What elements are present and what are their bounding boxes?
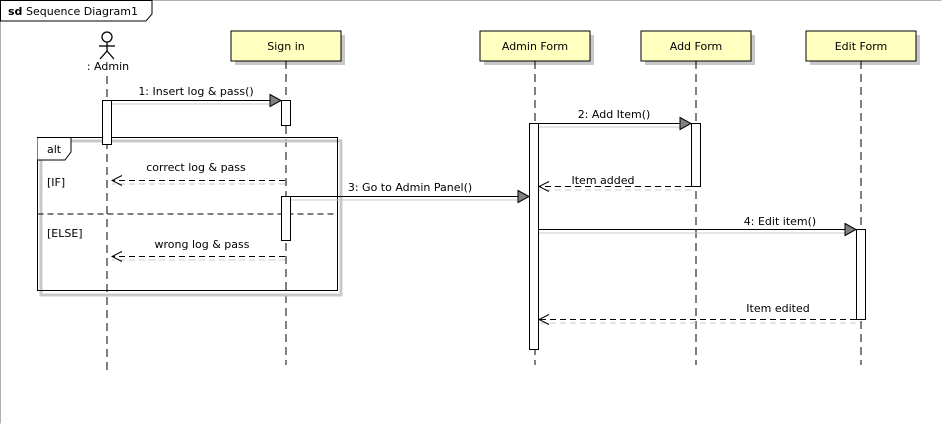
return-correct-log: correct log & pass: [112, 161, 285, 184]
lifeline-head-addform: Add Form: [640, 30, 755, 65]
activation-editform: [856, 229, 866, 320]
sync-arrowhead-icon: [844, 222, 858, 237]
return-item-edited: Item edited: [539, 302, 856, 323]
lifeline-label-signin: Sign in: [267, 40, 305, 53]
return-item-edited-label: Item edited: [746, 302, 809, 315]
return-wrong-log-label: wrong log & pass: [155, 238, 250, 251]
lifeline-label-addform: Add Form: [670, 40, 723, 53]
message-4: 4: Edit item(): [539, 215, 858, 237]
alt-operator-tab: [37, 137, 72, 161]
sync-arrowhead-icon: [517, 189, 531, 204]
message-4-label: 4: Edit item(): [744, 215, 816, 228]
message-1: 1: Insert log & pass(): [112, 85, 283, 108]
guard-else: [ELSE]: [47, 227, 83, 240]
message-2: 2: Add Item(): [539, 108, 693, 131]
guard-if: [IF]: [47, 176, 65, 189]
return-wrong-log: wrong log & pass: [112, 238, 285, 260]
message-1-label: 1: Insert log & pass(): [138, 85, 253, 98]
lifeline-head-signin: Sign in: [230, 30, 345, 65]
return-item-added-label: Item added: [572, 174, 635, 187]
sync-arrowhead-icon: [269, 93, 283, 108]
alt-operator: alt: [47, 143, 62, 156]
activation-signin-1: [281, 100, 291, 126]
lifeline-head-editform: Edit Form: [805, 30, 920, 65]
frame-keyword: sd: [8, 5, 22, 18]
message-2-label: 2: Add Item(): [578, 108, 651, 121]
alt-fragment: alt [IF] [ELSE]: [37, 137, 343, 297]
lifeline-label-adminform: Admin Form: [502, 40, 568, 53]
actor-admin: : Admin: [87, 31, 129, 73]
sync-arrowhead-icon: [679, 116, 693, 131]
frame-title: Sequence Diagram1: [26, 5, 138, 18]
lifeline-head-adminform: Admin Form: [479, 30, 594, 65]
lifeline-label-editform: Edit Form: [835, 40, 888, 53]
activation-bars: [102, 100, 866, 350]
return-item-added: Item added: [539, 174, 691, 190]
activation-admin: [102, 100, 112, 145]
frame-tab: [0, 0, 153, 22]
message-3-label: 3: Go to Admin Panel(): [348, 181, 472, 194]
activation-signin-2: [281, 196, 291, 241]
activation-adminform: [529, 123, 539, 350]
actor-label: : Admin: [87, 60, 129, 73]
message-3: 3: Go to Admin Panel(): [291, 181, 531, 204]
stick-figure-icon: [99, 31, 115, 60]
activation-addform: [691, 123, 701, 187]
return-correct-log-label: correct log & pass: [146, 161, 246, 174]
